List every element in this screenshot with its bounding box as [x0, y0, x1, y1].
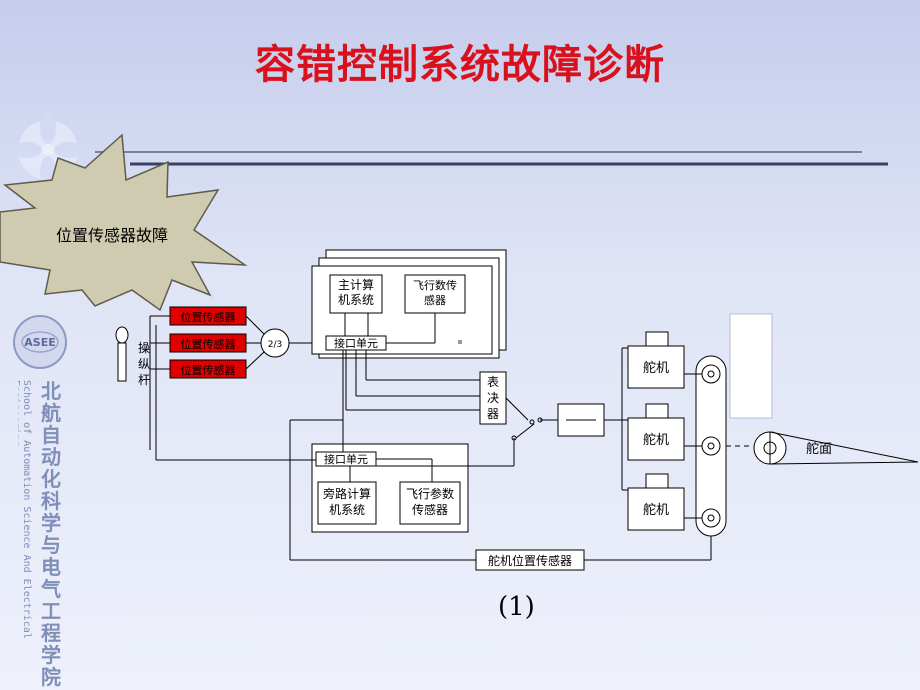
actuator-label-2: 舵机	[643, 433, 669, 448]
sensor-group	[169, 306, 247, 379]
flight-sensor-top-1: 飞行数传	[413, 279, 457, 292]
flight-sensor-top-2: 感器	[424, 294, 446, 307]
callout-starburst	[0, 133, 248, 312]
sensor-label-3: 位置传感器	[181, 363, 236, 377]
callout-text: 位置传感器故障	[55, 226, 168, 245]
school-name-en: School of Automation Science And Electri…	[18, 380, 32, 639]
actuator-label-1: 舵机	[643, 361, 669, 376]
flight-sensor-bottom-1: 飞行参数	[406, 486, 454, 501]
bypass-computer-label-1: 旁路计算	[323, 486, 371, 501]
slide-title: 容错控制系统故障诊断	[255, 41, 665, 88]
stick-label-3: 杆	[138, 373, 150, 387]
stick-label-1: 操	[138, 340, 150, 355]
header-rule	[95, 151, 888, 166]
stick-label-2: 纵	[138, 357, 150, 371]
decider-label-1: 表	[487, 375, 499, 389]
asee-logo-icon: ASEE	[13, 315, 67, 369]
decider-label-3: 器	[487, 407, 499, 421]
control-stick-icon	[115, 326, 129, 382]
figure-caption: (1)	[498, 592, 535, 622]
bypass-computer-label-2: 机系统	[329, 503, 365, 517]
control-surface-label: 舵面	[806, 442, 832, 457]
voter-label: 2/3	[268, 340, 282, 350]
main-computer-label-2: 机系统	[338, 293, 374, 307]
block-diagram	[115, 249, 919, 571]
decorative-flower-icon	[10, 112, 86, 188]
interface-bottom-label: 接口单元	[324, 453, 368, 466]
diagram-labels: 操 纵 杆 位置传感器 位置传感器 位置传感器 2/3 主计算 机系统 飞行数传…	[138, 277, 832, 568]
school-name-cn: 北航自动化科学与电气工程学院	[41, 379, 61, 689]
flight-sensor-bottom-2: 传感器	[412, 502, 448, 517]
sensor-label-1: 位置传感器	[181, 310, 236, 324]
actuator-position-sensor-label: 舵机位置传感器	[488, 553, 572, 568]
sensor-label-2: 位置传感器	[181, 337, 236, 351]
main-computer-label-1: 主计算	[338, 277, 374, 292]
interface-top-label: 接口单元	[334, 337, 378, 350]
decider-label-2: 决	[487, 391, 499, 405]
svg-text:ASEE: ASEE	[24, 336, 55, 349]
actuator-label-3: 舵机	[643, 503, 669, 518]
